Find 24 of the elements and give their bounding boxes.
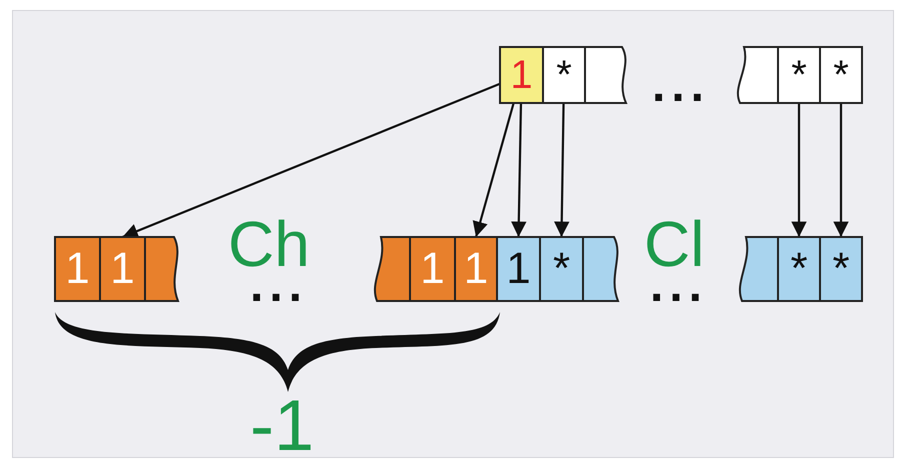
bit-cell: * [778, 47, 820, 103]
bit-cell: * [820, 47, 862, 103]
bit-cell: * [543, 47, 585, 103]
empty-bit-cell [585, 47, 628, 103]
bit-cell: 1 [500, 47, 543, 103]
arrow [833, 103, 849, 237]
arrow [122, 82, 500, 238]
arrow [791, 103, 807, 237]
bit-cell: 1 [55, 237, 100, 301]
bit-cell: * [820, 237, 862, 301]
arrow [511, 102, 526, 238]
bit-cell: 1 [410, 237, 455, 301]
bit-cell: 1 [100, 237, 145, 301]
bit-cell: 1 [497, 237, 540, 301]
curly-brace [55, 312, 500, 392]
ellipsis: ... [652, 62, 710, 110]
empty-bit-cell [145, 237, 180, 301]
arrow [554, 102, 570, 238]
arrow [472, 102, 515, 238]
bit-cell: * [778, 237, 820, 301]
bit-cell: * [540, 237, 583, 301]
empty-bit-cell [583, 237, 620, 301]
bit-cell: 1 [455, 237, 497, 301]
value-label: -1 [250, 390, 314, 461]
